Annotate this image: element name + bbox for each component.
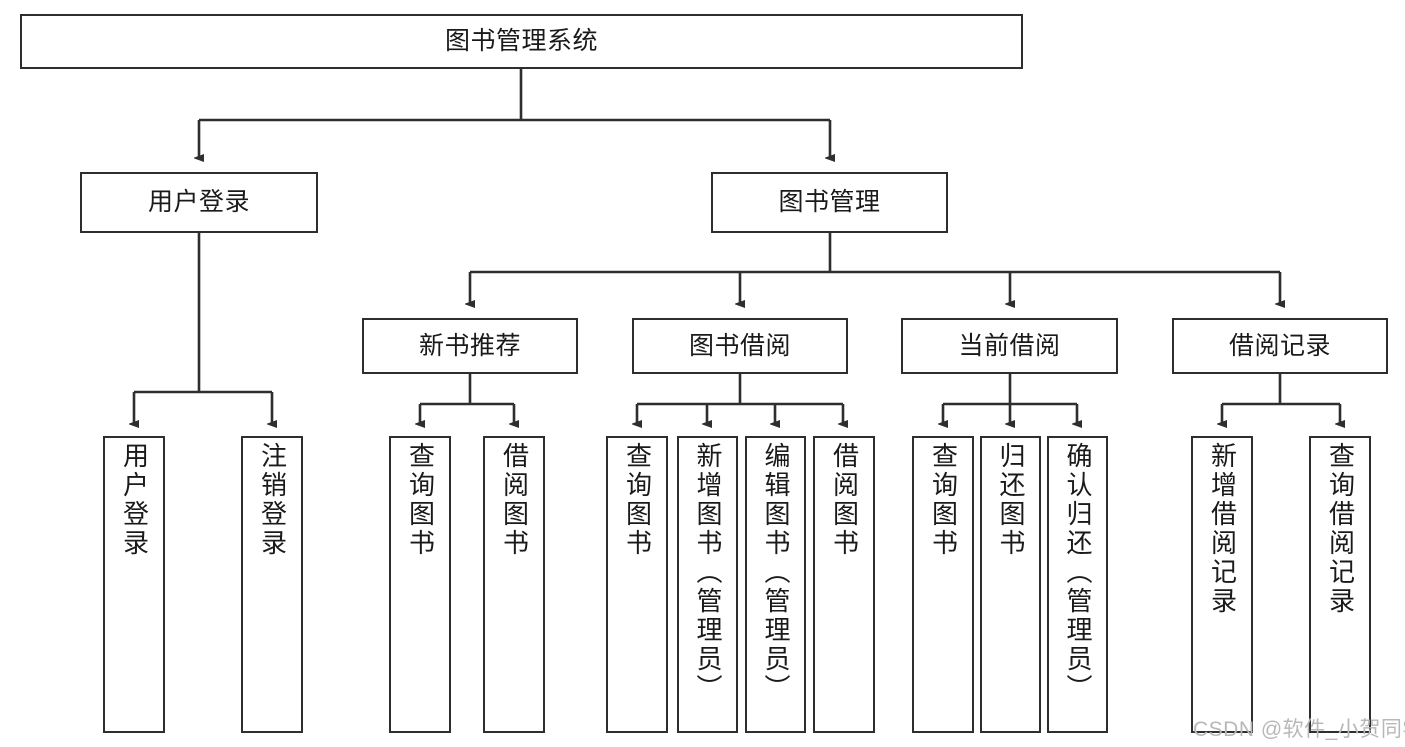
leaf-query-book-borrow[interactable]: 查询图书 xyxy=(606,436,668,733)
node-book-borrow[interactable]: 图书借阅 xyxy=(632,318,848,374)
node-label: 当前借阅 xyxy=(958,331,1061,360)
leaf-query-borrow-record[interactable]: 查询借阅记录 xyxy=(1309,436,1371,733)
node-label: 归还图书 xyxy=(996,442,1027,558)
leaf-add-book-admin[interactable]: 新增图书（管理员） xyxy=(677,436,738,733)
node-current-borrow[interactable]: 当前借阅 xyxy=(901,318,1118,374)
node-label: 图书管理系统 xyxy=(444,27,598,56)
leaf-borrow-book-recommend[interactable]: 借阅图书 xyxy=(483,436,545,733)
node-label: 查询图书 xyxy=(622,442,653,558)
node-user-login[interactable]: 用户登录 xyxy=(80,172,318,233)
csdn-watermark: CSDN @软件_小贺同学 xyxy=(1193,718,1405,741)
leaf-user-logout[interactable]: 注销登录 xyxy=(241,436,303,733)
leaf-edit-book-admin[interactable]: 编辑图书（管理员） xyxy=(745,436,806,733)
node-label: 编辑图书（管理员） xyxy=(761,442,792,703)
node-book-management[interactable]: 图书管理 xyxy=(711,172,948,233)
node-label: 新书推荐 xyxy=(418,331,521,360)
node-label: 图书管理 xyxy=(778,188,881,217)
node-label: 图书借阅 xyxy=(688,331,791,360)
node-label: 借阅记录 xyxy=(1228,331,1331,360)
node-root-system[interactable]: 图书管理系统 xyxy=(20,14,1023,69)
node-label: 借阅图书 xyxy=(829,442,860,558)
leaf-user-login[interactable]: 用户登录 xyxy=(103,436,165,733)
node-label: 新增图书（管理员） xyxy=(693,442,724,703)
node-label: 新增借阅记录 xyxy=(1207,442,1238,616)
node-borrow-record[interactable]: 借阅记录 xyxy=(1172,318,1388,374)
node-new-book-recommend[interactable]: 新书推荐 xyxy=(362,318,578,374)
node-label: 用户登录 xyxy=(147,188,250,217)
node-label: 用户登录 xyxy=(119,442,150,558)
leaf-confirm-return-admin[interactable]: 确认归还（管理员） xyxy=(1047,436,1108,733)
node-label: 注销登录 xyxy=(257,442,288,558)
node-label: 借阅图书 xyxy=(499,442,530,558)
node-label: 查询图书 xyxy=(405,442,436,558)
node-label: 确认归还（管理员） xyxy=(1063,442,1094,703)
leaf-add-borrow-record[interactable]: 新增借阅记录 xyxy=(1191,436,1253,733)
leaf-query-book-current[interactable]: 查询图书 xyxy=(912,436,974,733)
leaf-borrow-book[interactable]: 借阅图书 xyxy=(813,436,875,733)
leaf-query-book-recommend[interactable]: 查询图书 xyxy=(389,436,451,733)
node-label: 查询图书 xyxy=(928,442,959,558)
node-label: 查询借阅记录 xyxy=(1325,442,1356,616)
leaf-return-book[interactable]: 归还图书 xyxy=(980,436,1041,733)
